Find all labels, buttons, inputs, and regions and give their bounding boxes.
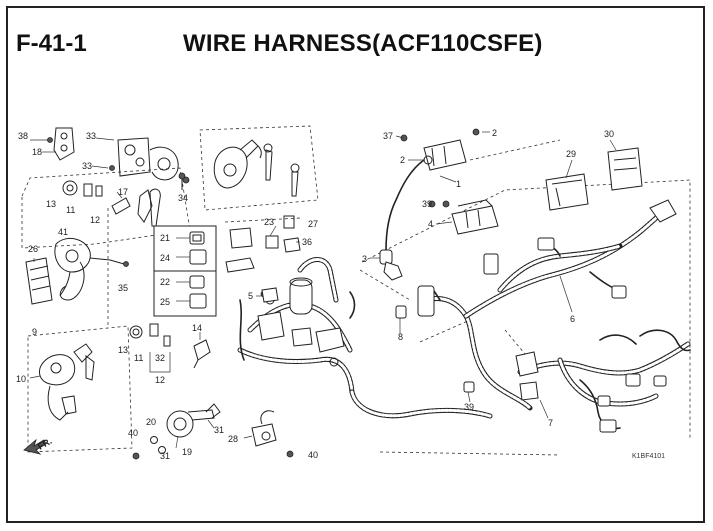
callout-34: 34 (178, 193, 188, 203)
callout-4: 4 (428, 219, 433, 229)
page-title: WIRE HARNESS(ACF110CSFE) (183, 30, 543, 57)
key-set-17 (62, 180, 161, 227)
callout-31-right: 31 (214, 425, 224, 435)
switch-housing-33 (91, 137, 190, 184)
front-direction-arrow (23, 438, 47, 455)
small-parts-32 (129, 323, 211, 373)
callout-17: 17 (118, 187, 128, 197)
clip-39 (442, 200, 475, 403)
front-direction-label: FR. (36, 436, 54, 452)
harness-6 (417, 199, 677, 411)
callout-5: 5 (248, 291, 253, 301)
callout-2: 2 (492, 128, 497, 138)
callout-20: 20 (146, 417, 156, 427)
callout-labels: 38 18 33 33 17 13 11 12 41 34 21 24 22 2… (16, 128, 665, 461)
relay-parts (225, 215, 301, 273)
callout-37: 37 (383, 131, 393, 141)
callout-25: 25 (160, 297, 170, 307)
callout-24: 24 (160, 253, 170, 263)
callout-18: 18 (32, 147, 42, 157)
diagram-frame (6, 6, 705, 523)
lock-assembly (213, 139, 300, 197)
callout-13-lower: 13 (118, 345, 128, 355)
callout-35: 35 (118, 283, 128, 293)
sensor-28 (243, 410, 294, 458)
callout-8: 8 (398, 332, 403, 342)
callout-29: 29 (566, 149, 576, 159)
callout-41: 41 (58, 227, 68, 237)
callout-12-lower: 12 (155, 375, 165, 385)
callout-13: 13 (46, 199, 56, 209)
bracket-part-18 (30, 127, 75, 161)
seat-lock-10 (29, 343, 95, 421)
module-29 (545, 173, 589, 211)
callout-6: 6 (570, 314, 575, 324)
callout-39-lower: 39 (464, 402, 474, 412)
callout-28: 28 (228, 434, 238, 444)
callout-22: 22 (160, 277, 170, 287)
module-26 (25, 257, 53, 305)
callout-40-right: 40 (308, 450, 318, 460)
connector-8 (395, 305, 407, 334)
diagram-code: K1BF4101 (632, 453, 665, 460)
callout-36: 36 (302, 237, 312, 247)
callout-21: 21 (160, 233, 170, 243)
callout-14: 14 (192, 323, 202, 333)
callout-7: 7 (548, 418, 553, 428)
connector-box (153, 225, 217, 317)
ecu-30 (607, 147, 643, 191)
ignition-bolt-34 (178, 172, 186, 190)
callout-12: 12 (90, 215, 100, 225)
ignition-switch-41 (54, 237, 129, 301)
callout-19: 19 (182, 447, 192, 457)
callout-2-left: 2 (400, 155, 405, 165)
callout-40: 40 (128, 428, 138, 438)
bolt-5 (261, 287, 279, 303)
callout-30: 30 (604, 129, 614, 139)
callout-23: 23 (264, 217, 274, 227)
callout-33-lower: 33 (82, 161, 92, 171)
callout-27: 27 (308, 219, 318, 229)
callout-3: 3 (362, 254, 367, 264)
callout-33: 33 (86, 131, 96, 141)
figure-code: F-41-1 (16, 30, 87, 57)
horn-19 (132, 403, 221, 460)
callout-32: 32 (155, 353, 165, 363)
callout-1: 1 (456, 179, 461, 189)
leader-lines (33, 131, 617, 449)
main-harness-cluster (237, 257, 493, 419)
callout-38: 38 (18, 131, 28, 141)
callout-26: 26 (28, 244, 38, 254)
callout-39: 39 (422, 199, 432, 209)
callout-9: 9 (32, 327, 37, 337)
callout-11: 11 (66, 205, 75, 215)
ignition-coil-1 (379, 128, 480, 281)
callout-31: 31 (160, 451, 170, 461)
callout-11-lower: 11 (134, 353, 143, 363)
callout-10: 10 (16, 374, 26, 384)
regulator-4 (428, 199, 499, 235)
harness-7 (515, 329, 691, 433)
